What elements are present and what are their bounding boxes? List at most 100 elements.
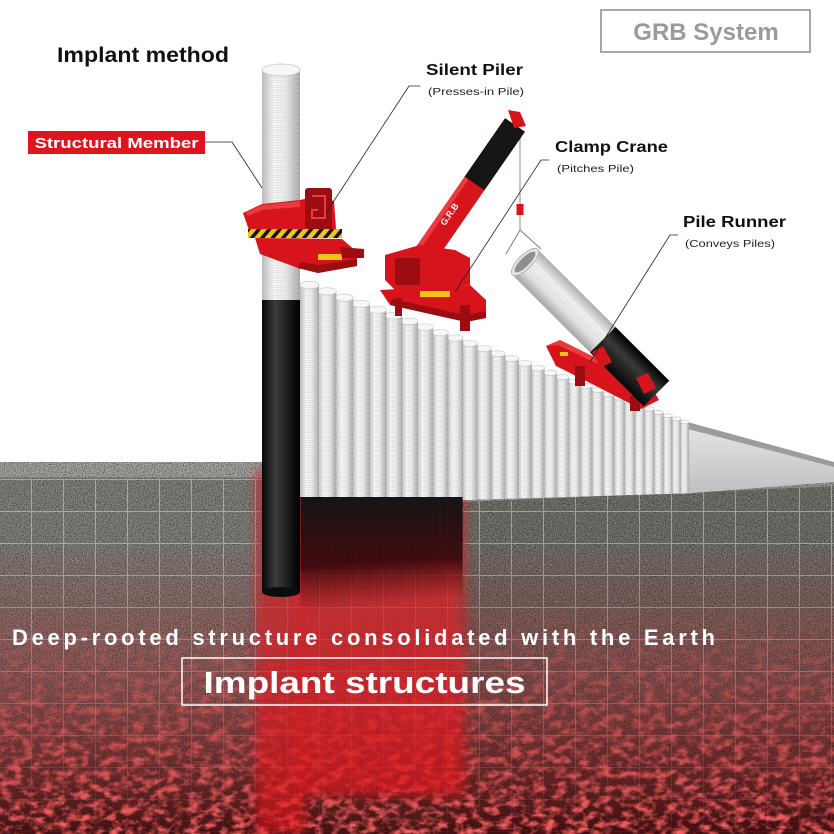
caption-text: Implant structures <box>204 665 526 700</box>
pile-top <box>530 365 545 372</box>
runner-leg-rear <box>630 396 640 411</box>
structural-member-tip <box>262 587 300 597</box>
lifted-pile-opening <box>514 251 536 273</box>
pile-texture <box>352 303 370 497</box>
pile-top <box>662 413 673 418</box>
pile <box>504 355 520 499</box>
clamp-crane-role: (Pitches Pile) <box>557 163 634 175</box>
caption-box: Implant structures <box>181 657 548 706</box>
pile-texture <box>462 343 478 500</box>
pile-underground <box>318 497 336 611</box>
silent-piler-name: Silent Piler <box>426 62 523 79</box>
silent-piler-leader <box>325 85 420 214</box>
pile-underground <box>335 497 353 609</box>
pile-top <box>490 350 506 357</box>
pile-texture <box>653 412 664 495</box>
pile-top <box>431 329 449 337</box>
pile-top <box>643 406 655 412</box>
crane-clamp-leg-right <box>460 305 470 331</box>
pile-texture <box>401 321 419 497</box>
pile-top <box>476 345 492 352</box>
pile-texture <box>368 309 387 497</box>
pile <box>530 365 545 498</box>
pile-texture <box>530 368 545 498</box>
runner-clamp-rear <box>636 373 656 394</box>
page-title: Implant method <box>57 44 229 67</box>
clamp-crane-label: Clamp Crane (Pitches Pile) <box>454 139 668 293</box>
piler-chuck-detail <box>311 195 326 219</box>
pile-texture <box>432 332 449 497</box>
piler-arm <box>340 247 364 258</box>
pile-texture <box>602 393 615 496</box>
pile-top <box>543 369 558 376</box>
caption-frame <box>181 657 548 706</box>
pile-texture <box>335 297 354 497</box>
pile-texture <box>568 381 581 497</box>
crane-plate <box>420 291 450 297</box>
pile-texture <box>613 397 625 496</box>
structural-member-lower <box>262 300 300 592</box>
piler-hazard-band <box>248 229 342 238</box>
pile <box>662 413 673 494</box>
structural-member-pile <box>261 63 301 597</box>
piler-plate <box>318 254 342 260</box>
pile-top <box>517 360 533 367</box>
pile-top <box>317 287 337 296</box>
crane-clamp-leg-left <box>395 298 402 316</box>
pile-underground <box>401 497 418 603</box>
crane-hook-block <box>516 204 524 215</box>
pile <box>490 350 506 500</box>
pile-texture <box>385 315 403 497</box>
pile-texture <box>580 385 593 497</box>
pile-underground <box>385 497 402 605</box>
pile <box>400 317 419 603</box>
runner-leg-front <box>575 366 585 386</box>
pile-underground <box>300 497 319 612</box>
lifted-pile-texture <box>512 249 616 353</box>
tagline: Deep-rooted structure consolidated with … <box>12 625 715 650</box>
pile-runner-leader <box>589 234 678 363</box>
pile-underground <box>417 497 433 602</box>
pile <box>579 383 593 497</box>
pile-top <box>447 334 464 342</box>
pile-underground <box>352 497 370 608</box>
pile-texture <box>556 377 570 498</box>
crane-saddle <box>380 285 486 322</box>
piler-lower-shadow <box>298 259 357 273</box>
system-badge: GRB System <box>600 9 811 53</box>
pile <box>431 329 449 600</box>
pile <box>591 387 604 497</box>
pile-top <box>504 355 520 362</box>
pile-texture <box>300 285 319 497</box>
crane-cab <box>395 258 420 285</box>
structural-member-text: Structural Member <box>35 135 199 152</box>
pile-texture <box>416 327 434 497</box>
pile <box>543 369 558 498</box>
pile-top <box>416 323 434 331</box>
pile-runner-name: Pile Runner <box>683 214 786 231</box>
pile-texture <box>671 418 681 494</box>
pile-wall-far <box>680 420 834 494</box>
pile-texture <box>680 421 690 494</box>
system-badge-label: GRB System <box>633 19 778 46</box>
pile <box>613 395 626 496</box>
crane-sling <box>505 229 542 255</box>
pile-runner-label: Pile Runner (Conveys Piles) <box>589 214 786 363</box>
pile <box>567 378 582 497</box>
pile-top <box>671 416 682 422</box>
structural-member-box <box>28 131 205 154</box>
pile-texture <box>504 358 519 499</box>
crane-boom-head <box>508 110 526 128</box>
pile-top <box>351 299 371 308</box>
pile <box>461 339 478 500</box>
pile-texture <box>447 338 464 497</box>
pile-texture <box>662 415 673 494</box>
system-badge-frame <box>600 9 811 53</box>
pile <box>299 280 320 612</box>
wall-texture-far <box>680 424 834 494</box>
pile <box>476 345 492 500</box>
structural-member-top <box>261 63 301 77</box>
piler-highlight <box>245 201 300 216</box>
silent-piler-role: (Presses-in Pile) <box>428 86 524 98</box>
